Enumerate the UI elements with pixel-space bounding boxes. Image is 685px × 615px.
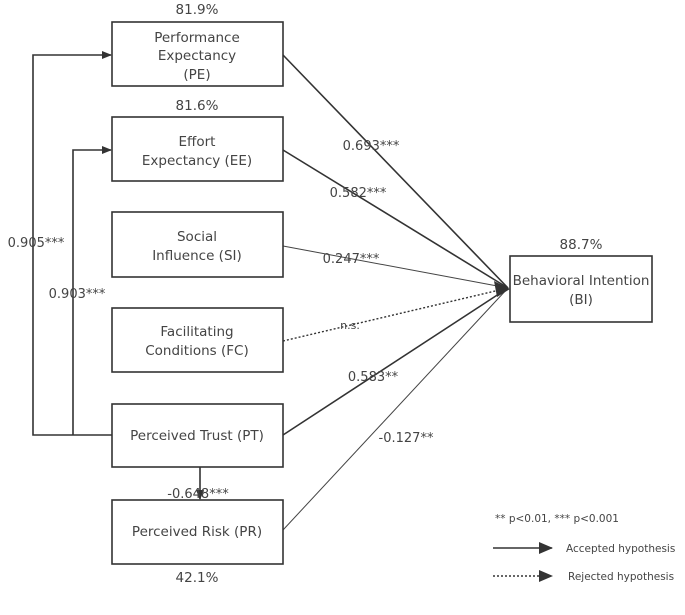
coef-ee-bi: 0.582*** (330, 186, 387, 201)
r2-pr: 42.1% (176, 570, 219, 586)
legend-accepted: Accepted hypothesis (566, 543, 675, 555)
coef-pt-pr: -0.648*** (167, 487, 229, 502)
coef-pt-pe: 0.905*** (8, 236, 65, 251)
legend-significance: ** p<0.01, *** p<0.001 (495, 513, 619, 525)
node-label: Conditions (FC) (145, 343, 248, 359)
r2-ee: 81.6% (176, 98, 219, 114)
r2-pe: 81.9% (176, 2, 219, 18)
node-label: (BI) (569, 292, 593, 308)
bi-arrowhead (494, 281, 510, 297)
node-label: Perceived Risk (PR) (132, 524, 262, 540)
coef-fc-bi: n.s. (340, 319, 360, 332)
coef-pt-ee: 0.903*** (49, 287, 106, 302)
node-pr: Perceived Risk (PR) 42.1% (111, 499, 284, 586)
node-label: (PE) (183, 67, 210, 83)
node-label: Influence (SI) (152, 248, 242, 264)
legend-rejected: Rejected hypothesis (568, 571, 674, 583)
path-pt-bi (282, 287, 509, 436)
node-pt: Perceived Trust (PT) (111, 403, 284, 468)
coef-pr-bi: -0.127** (379, 431, 434, 446)
node-label: Social (177, 229, 217, 245)
path-si-bi (282, 245, 509, 289)
node-label: Expectancy (EE) (142, 153, 252, 169)
node-pe: Performance Expectancy (PE) 81.9% (111, 2, 284, 87)
r2-bi: 88.7% (560, 237, 603, 253)
node-ee: Effort Expectancy (EE) 81.6% (111, 98, 284, 182)
node-si: Social Influence (SI) (111, 211, 284, 278)
path-pe-bi (282, 54, 509, 289)
node-fc: Facilitating Conditions (FC) (111, 307, 284, 373)
node-label: Facilitating (160, 324, 233, 340)
coef-pe-bi: 0.693*** (343, 139, 400, 154)
node-label: Effort (179, 134, 216, 150)
path-pt-ee (72, 146, 112, 435)
legend: ** p<0.01, *** p<0.001 Accepted hypothes… (493, 513, 675, 583)
node-label: Perceived Trust (PT) (130, 428, 264, 444)
node-label: Behavioral Intention (513, 273, 650, 289)
coef-pt-bi: 0.583** (348, 370, 399, 385)
path-fc-bi (282, 287, 509, 342)
node-label: Expectancy (158, 48, 236, 64)
node-bi: Behavioral Intention (BI) 88.7% (509, 237, 653, 323)
path-ee-bi (282, 149, 509, 289)
coef-si-bi: 0.247*** (323, 252, 380, 267)
path-pr-bi (282, 287, 509, 531)
node-label: Performance (154, 30, 240, 46)
